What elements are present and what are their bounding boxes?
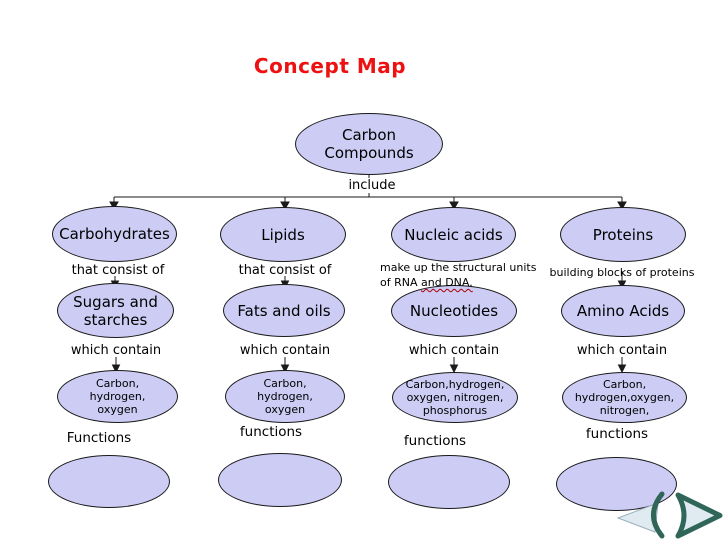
- elements-node-3: Carbon,hydrogen, oxygen, nitrogen, phosp…: [392, 372, 518, 423]
- category-label: Nucleic acids: [404, 225, 503, 244]
- elements-label: Carbon, hydrogen, oxygen: [257, 377, 313, 416]
- category-node-lipids: Lipids: [220, 207, 346, 262]
- subtype-node-fats-oils: Fats and oils: [223, 284, 345, 337]
- next-arrow-crescent: [651, 491, 665, 539]
- next-arrow-icon[interactable]: [612, 478, 728, 546]
- elements-label: Carbon,hydrogen, oxygen, nitrogen, phosp…: [405, 378, 505, 417]
- root-node-carbon-compounds: Carbon Compounds: [295, 113, 443, 175]
- link-label-line2: of RNA: [380, 276, 421, 289]
- elements-node-1: Carbon, hydrogen, oxygen: [57, 370, 178, 423]
- category-node-carbohydrates: Carbohydrates: [52, 206, 177, 262]
- next-arrow-head: [675, 492, 723, 539]
- blank-functions-node-3: [388, 455, 510, 509]
- subtype-node-nucleotides: Nucleotides: [391, 285, 517, 337]
- subtype-label: Sugars and starches: [73, 292, 158, 329]
- elements-label: Carbon, hydrogen,oxygen, nitrogen,: [574, 378, 675, 417]
- subtype-label: Fats and oils: [237, 301, 331, 320]
- blank-functions-node-1: [48, 455, 170, 508]
- functions-label-1: Functions: [66, 430, 132, 446]
- elements-node-2: Carbon, hydrogen, oxygen: [225, 370, 345, 423]
- functions-label-3: functions: [403, 433, 467, 449]
- page-title: Concept Map: [253, 54, 407, 78]
- category-label: Carbohydrates: [59, 225, 170, 243]
- category-label: Lipids: [261, 225, 305, 244]
- link-label-consist-1: that consist of: [71, 263, 165, 278]
- functions-label-2: functions: [239, 424, 303, 440]
- link-label-underlined: and DNA.: [421, 276, 473, 289]
- link-label-contain-3: which contain: [408, 343, 500, 358]
- subtype-label: Nucleotides: [409, 302, 499, 320]
- subtype-node-sugars-starches: Sugars and starches: [57, 283, 174, 338]
- link-label-contain-4: which contain: [576, 343, 668, 358]
- category-node-proteins: Proteins: [560, 207, 686, 262]
- subtype-node-amino-acids: Amino Acids: [561, 285, 685, 337]
- blank-functions-node-2: [218, 453, 342, 507]
- link-label-consist-2: that consist of: [238, 263, 332, 278]
- next-arrow-left-triangle: [616, 502, 659, 533]
- elements-label: Carbon, hydrogen, oxygen: [89, 377, 146, 416]
- include-label: include: [340, 178, 404, 193]
- link-label-contain-1: which contain: [70, 343, 162, 358]
- category-label: Proteins: [592, 225, 654, 244]
- subtype-label: Amino Acids: [576, 302, 670, 320]
- functions-label-4: functions: [585, 426, 649, 442]
- link-label-building-blocks: building blocks of proteins: [549, 266, 695, 279]
- link-label-contain-2: which contain: [239, 343, 331, 358]
- link-label-line1: make up the structural units: [380, 261, 537, 274]
- link-label-structural-units: make up the structural units of RNA and D…: [380, 260, 550, 290]
- elements-node-4: Carbon, hydrogen,oxygen, nitrogen,: [562, 372, 687, 423]
- category-node-nucleic-acids: Nucleic acids: [391, 207, 516, 262]
- root-node-label: Carbon Compounds: [324, 126, 414, 162]
